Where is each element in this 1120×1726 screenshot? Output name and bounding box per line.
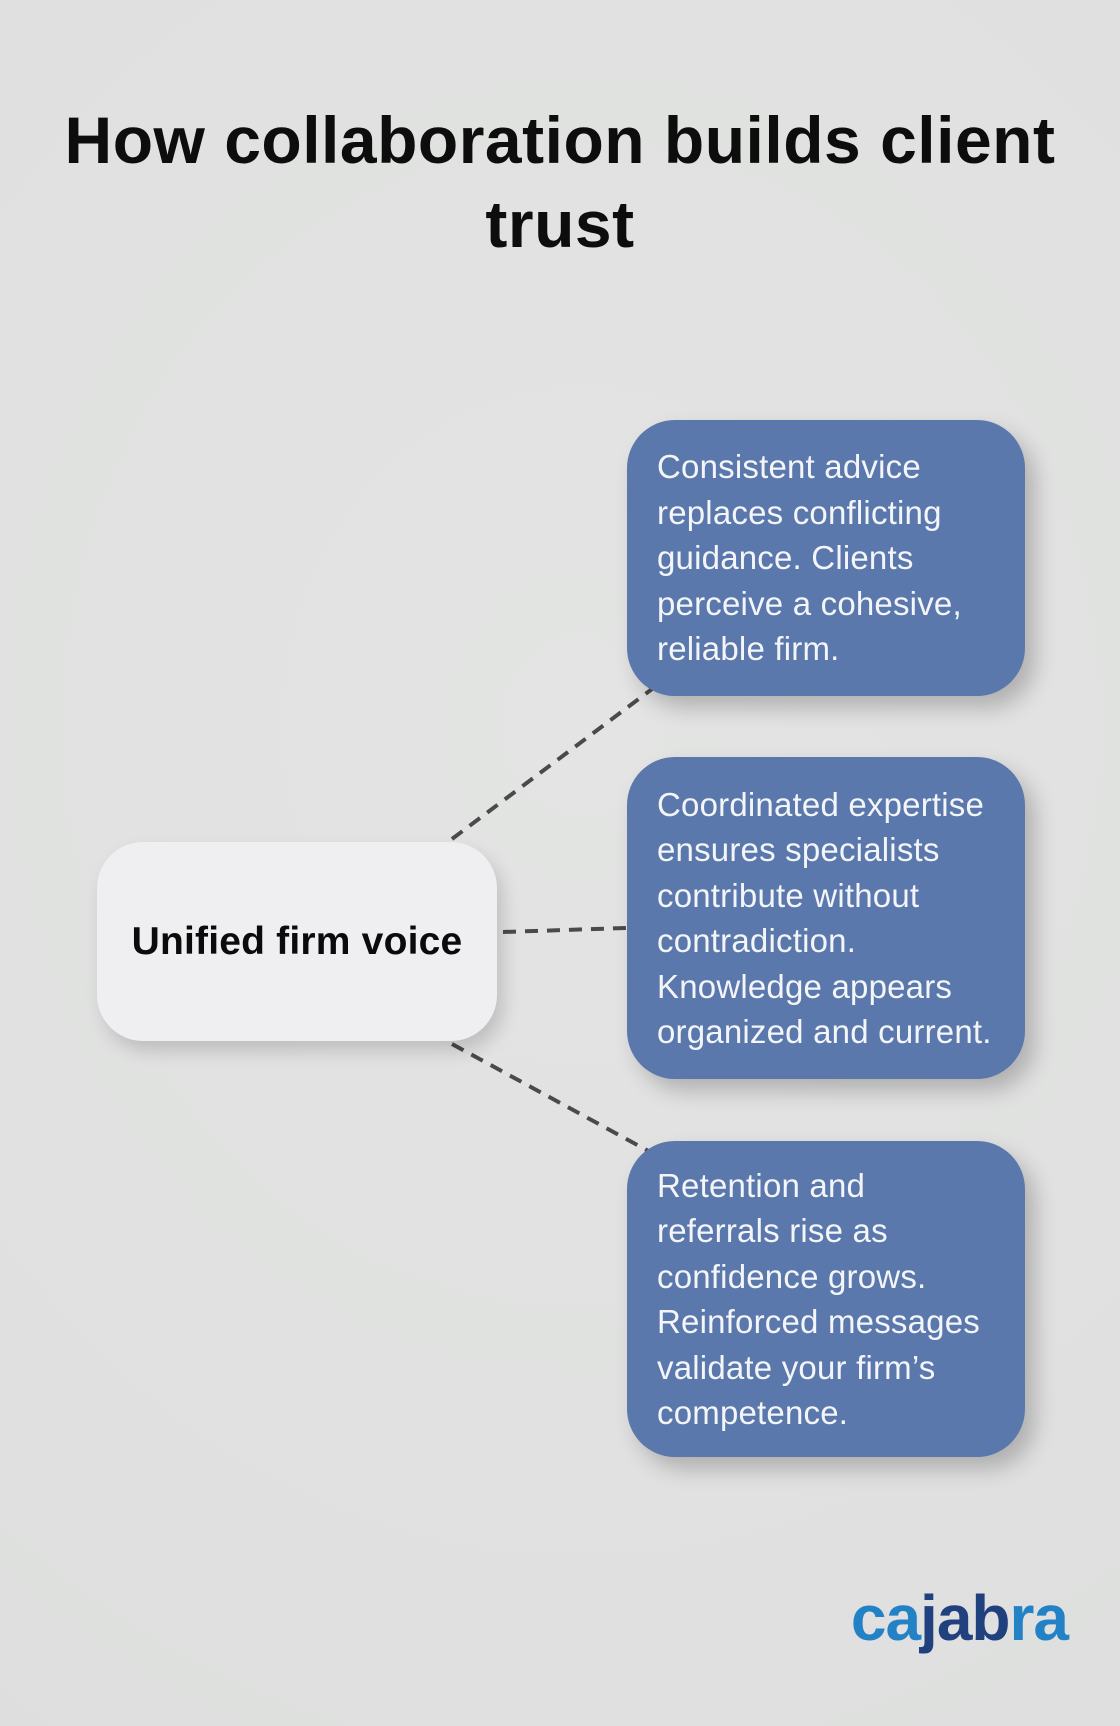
logo-text-jab: jab xyxy=(920,1582,1010,1654)
benefit-card-text: Retention and referrals rise as confiden… xyxy=(657,1166,980,1432)
benefit-card-text: Consistent advice replaces conflicting g… xyxy=(657,448,962,668)
connector-line-bottom xyxy=(451,1042,653,1155)
center-node: Unified firm voice xyxy=(97,842,497,1041)
benefit-card-retention-referrals: Retention and referrals rise as confiden… xyxy=(627,1141,1025,1457)
logo-text-ca: ca xyxy=(850,1582,921,1654)
benefit-card-text: Coordinated expertise ensures specialist… xyxy=(657,785,992,1051)
logo-text-ra: ra xyxy=(1009,1582,1069,1654)
page-title: How collaboration builds client trust xyxy=(64,103,1056,261)
benefit-card-consistent-advice: Consistent advice replaces conflicting g… xyxy=(627,420,1025,696)
benefit-card-coordinated-expertise: Coordinated expertise ensures specialist… xyxy=(627,757,1025,1079)
center-node-label: Unified firm voice xyxy=(131,919,463,963)
connector-line-top xyxy=(450,687,654,841)
cajabra-logo: cajabra xyxy=(851,1586,1069,1650)
connector-line-middle xyxy=(502,926,627,934)
